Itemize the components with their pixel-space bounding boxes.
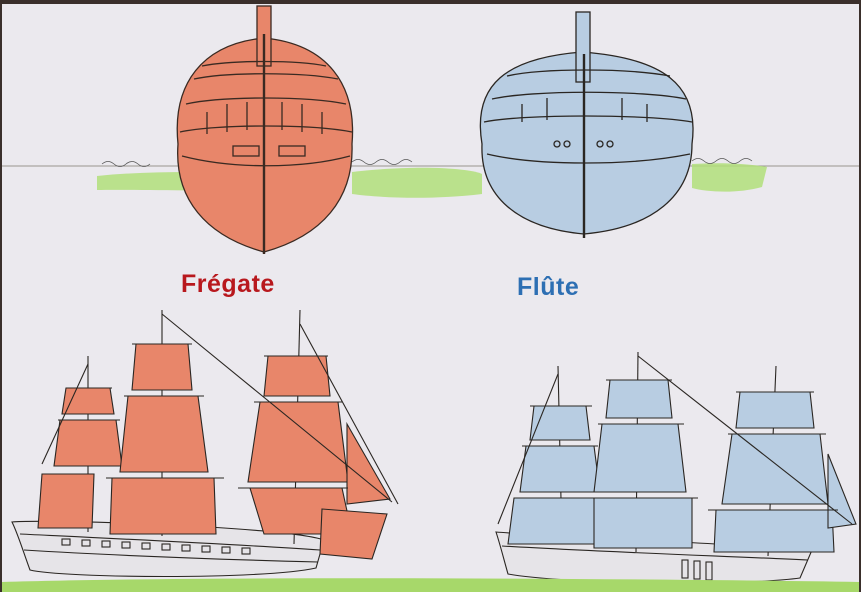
flute-label: Flûte [517, 273, 579, 302]
fregate-label: Frégate [181, 270, 275, 299]
paper-sheet: Frégate Flûte [2, 4, 859, 592]
flute-stern-view [480, 12, 693, 238]
fregate-side-view [12, 310, 398, 577]
ship-drawings [2, 4, 859, 592]
fregate-stern-view [177, 6, 352, 254]
waterline [2, 159, 859, 198]
flute-side-view [496, 352, 856, 583]
